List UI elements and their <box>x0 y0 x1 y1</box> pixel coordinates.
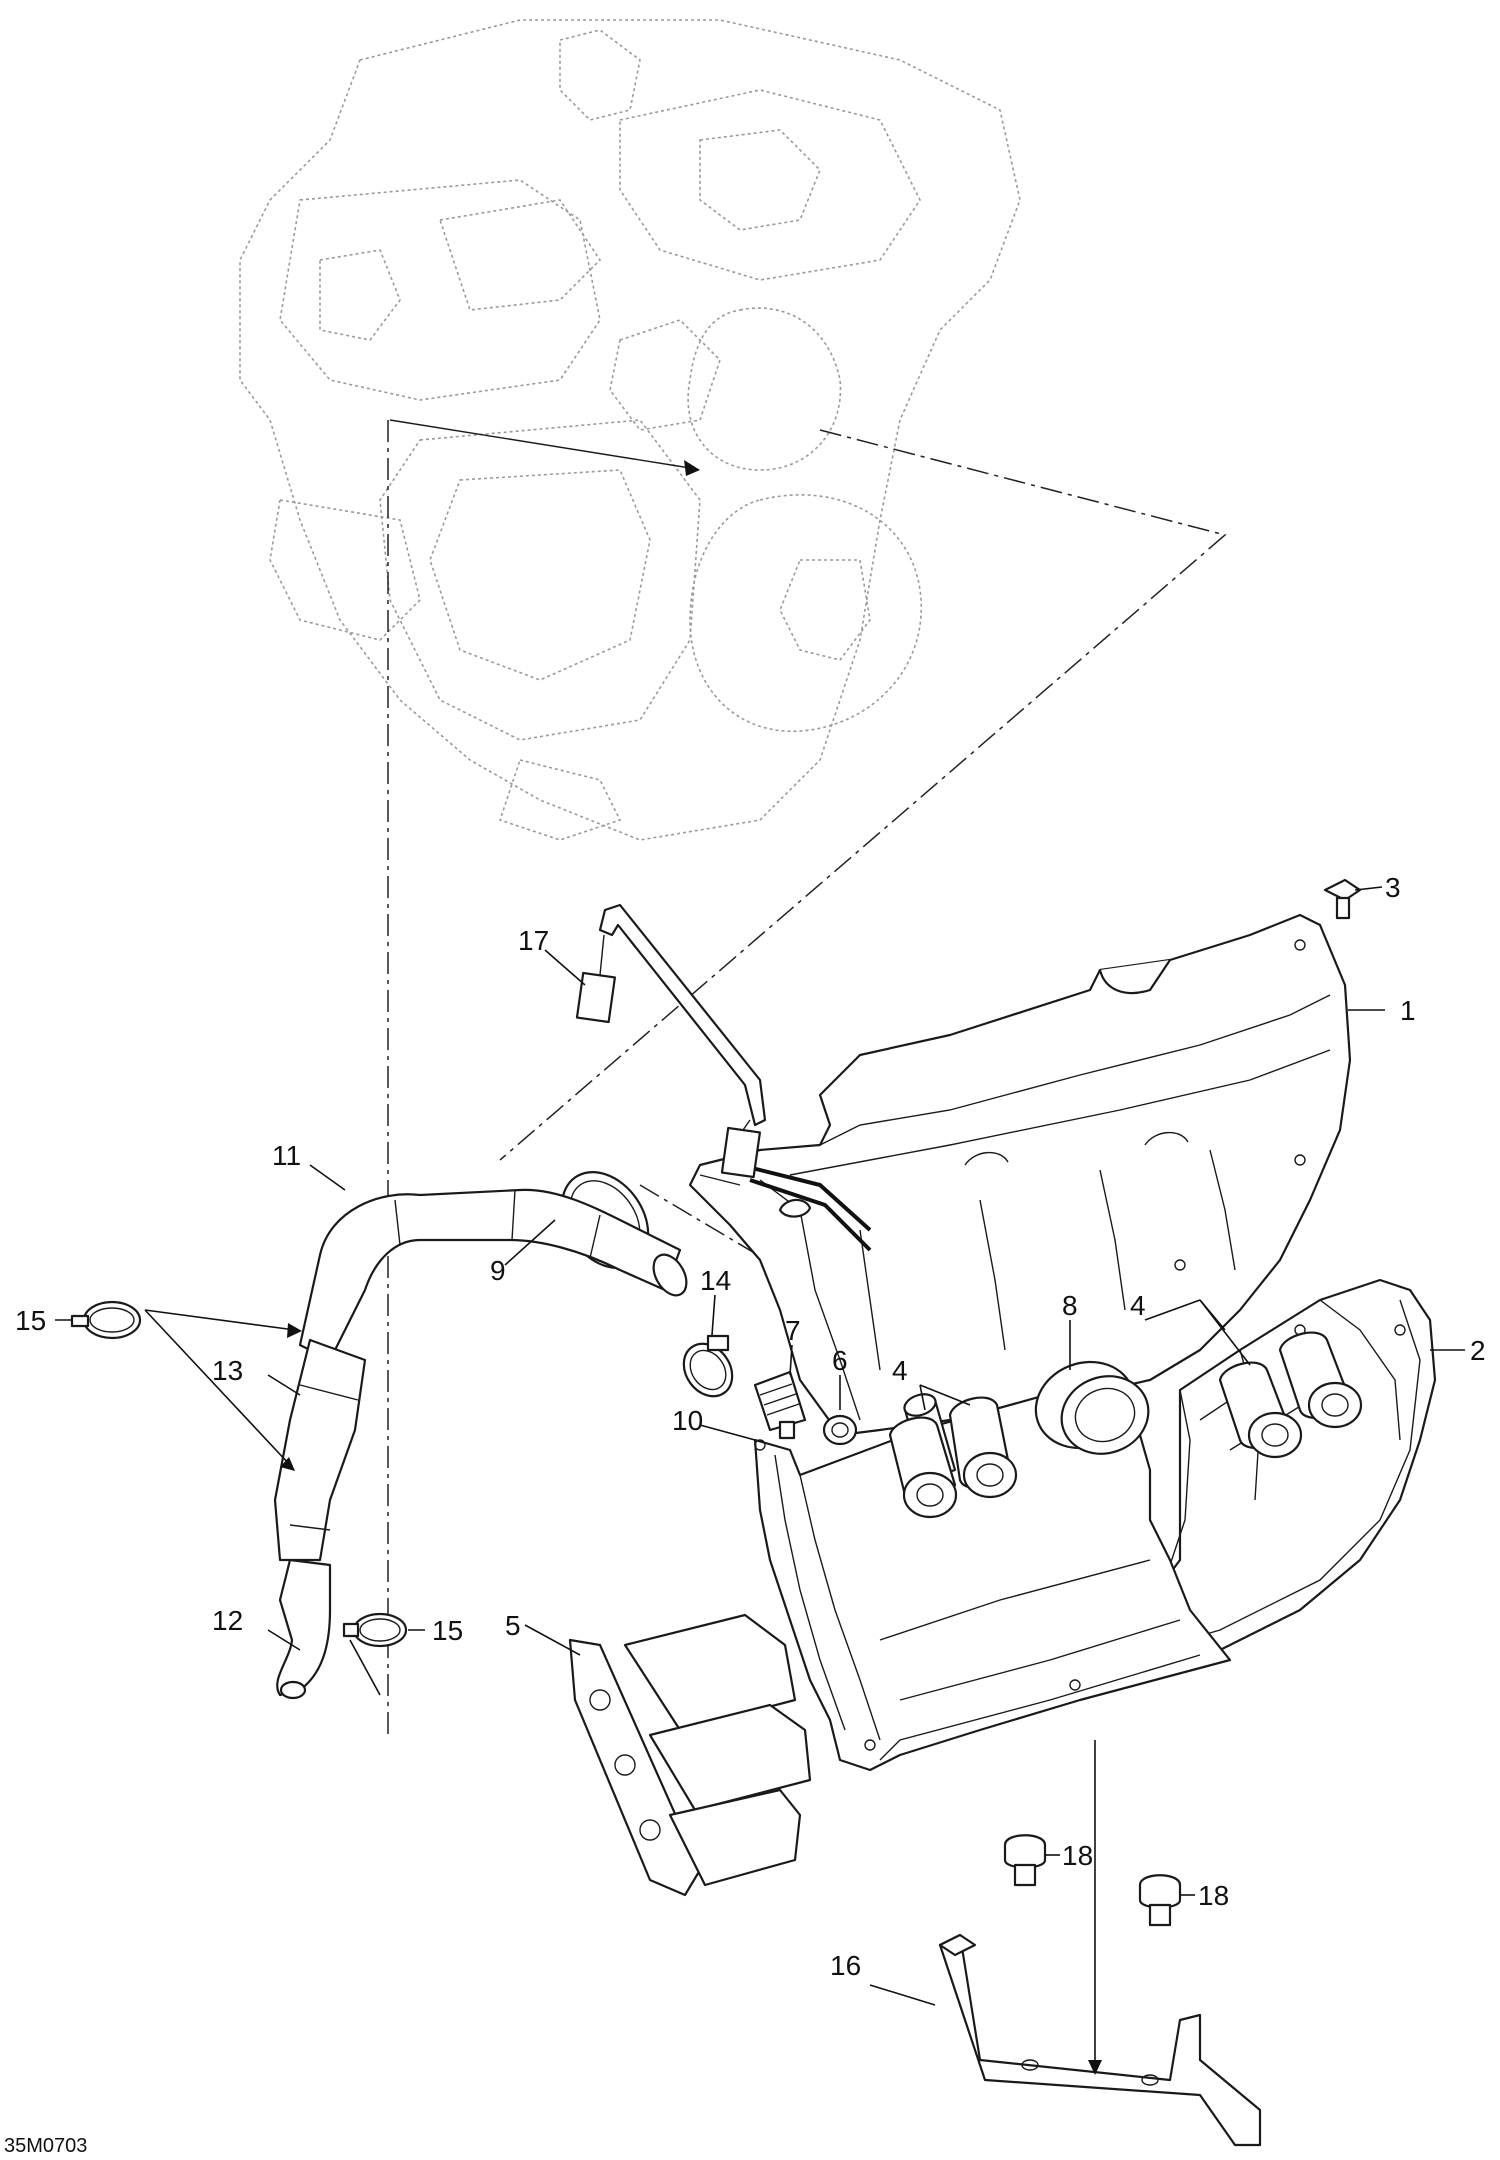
rubber-bumper-right <box>1138 1874 1182 1927</box>
callout-4-front: 4 <box>892 1355 908 1386</box>
engine-ghost-outline <box>239 19 1021 841</box>
drain-fitting <box>753 1370 807 1440</box>
breather-hose <box>298 1188 688 1362</box>
intake-housing <box>753 1378 1232 1772</box>
callout-3: 3 <box>1385 872 1401 903</box>
small-clamp-lower <box>342 1612 408 1648</box>
rubber-bumper-left <box>1003 1834 1047 1887</box>
callout-15-upper: 15 <box>15 1305 46 1336</box>
callout-7: 7 <box>785 1315 801 1346</box>
callout-16: 16 <box>830 1950 861 1981</box>
callout-2: 2 <box>1470 1335 1486 1366</box>
callout-18-left: 18 <box>1062 1840 1093 1871</box>
mounting-bracket <box>938 1933 1262 2147</box>
intake-adaptor <box>1034 1360 1150 1455</box>
grommet <box>822 1414 858 1446</box>
callout-1: 1 <box>1400 995 1416 1026</box>
leader-lines <box>55 886 1465 2075</box>
hose-clamp <box>682 1334 734 1398</box>
callout-12: 12 <box>212 1605 243 1636</box>
callout-15-lower: 15 <box>432 1615 463 1646</box>
callout-8: 8 <box>1062 1290 1078 1321</box>
elbow-hose <box>276 1558 332 1700</box>
screw <box>1323 878 1362 920</box>
callout-6: 6 <box>832 1345 848 1376</box>
strap <box>575 903 767 1179</box>
small-clamp-upper <box>70 1300 142 1340</box>
callout-labels: 1 2 3 4 4 5 6 7 8 9 10 11 12 13 14 15 15… <box>15 872 1486 1981</box>
callout-5: 5 <box>505 1610 521 1641</box>
drawing-code: 35M0703 <box>4 2135 87 2157</box>
oil-separator <box>273 1338 367 1562</box>
callout-10: 10 <box>672 1405 703 1436</box>
callout-13: 13 <box>212 1355 243 1386</box>
callout-17: 17 <box>518 925 549 956</box>
velocity-stacks <box>568 1613 812 1897</box>
callout-18-right: 18 <box>1198 1880 1229 1911</box>
callout-4-rear: 4 <box>1130 1290 1146 1321</box>
intake-sleeves-rear <box>1218 1331 1363 1459</box>
intake-sleeves-front <box>888 1393 1018 1519</box>
callout-11: 11 <box>272 1140 301 1171</box>
callout-14: 14 <box>700 1265 731 1296</box>
engine-port-arrow <box>389 419 700 476</box>
callout-9: 9 <box>490 1255 506 1286</box>
